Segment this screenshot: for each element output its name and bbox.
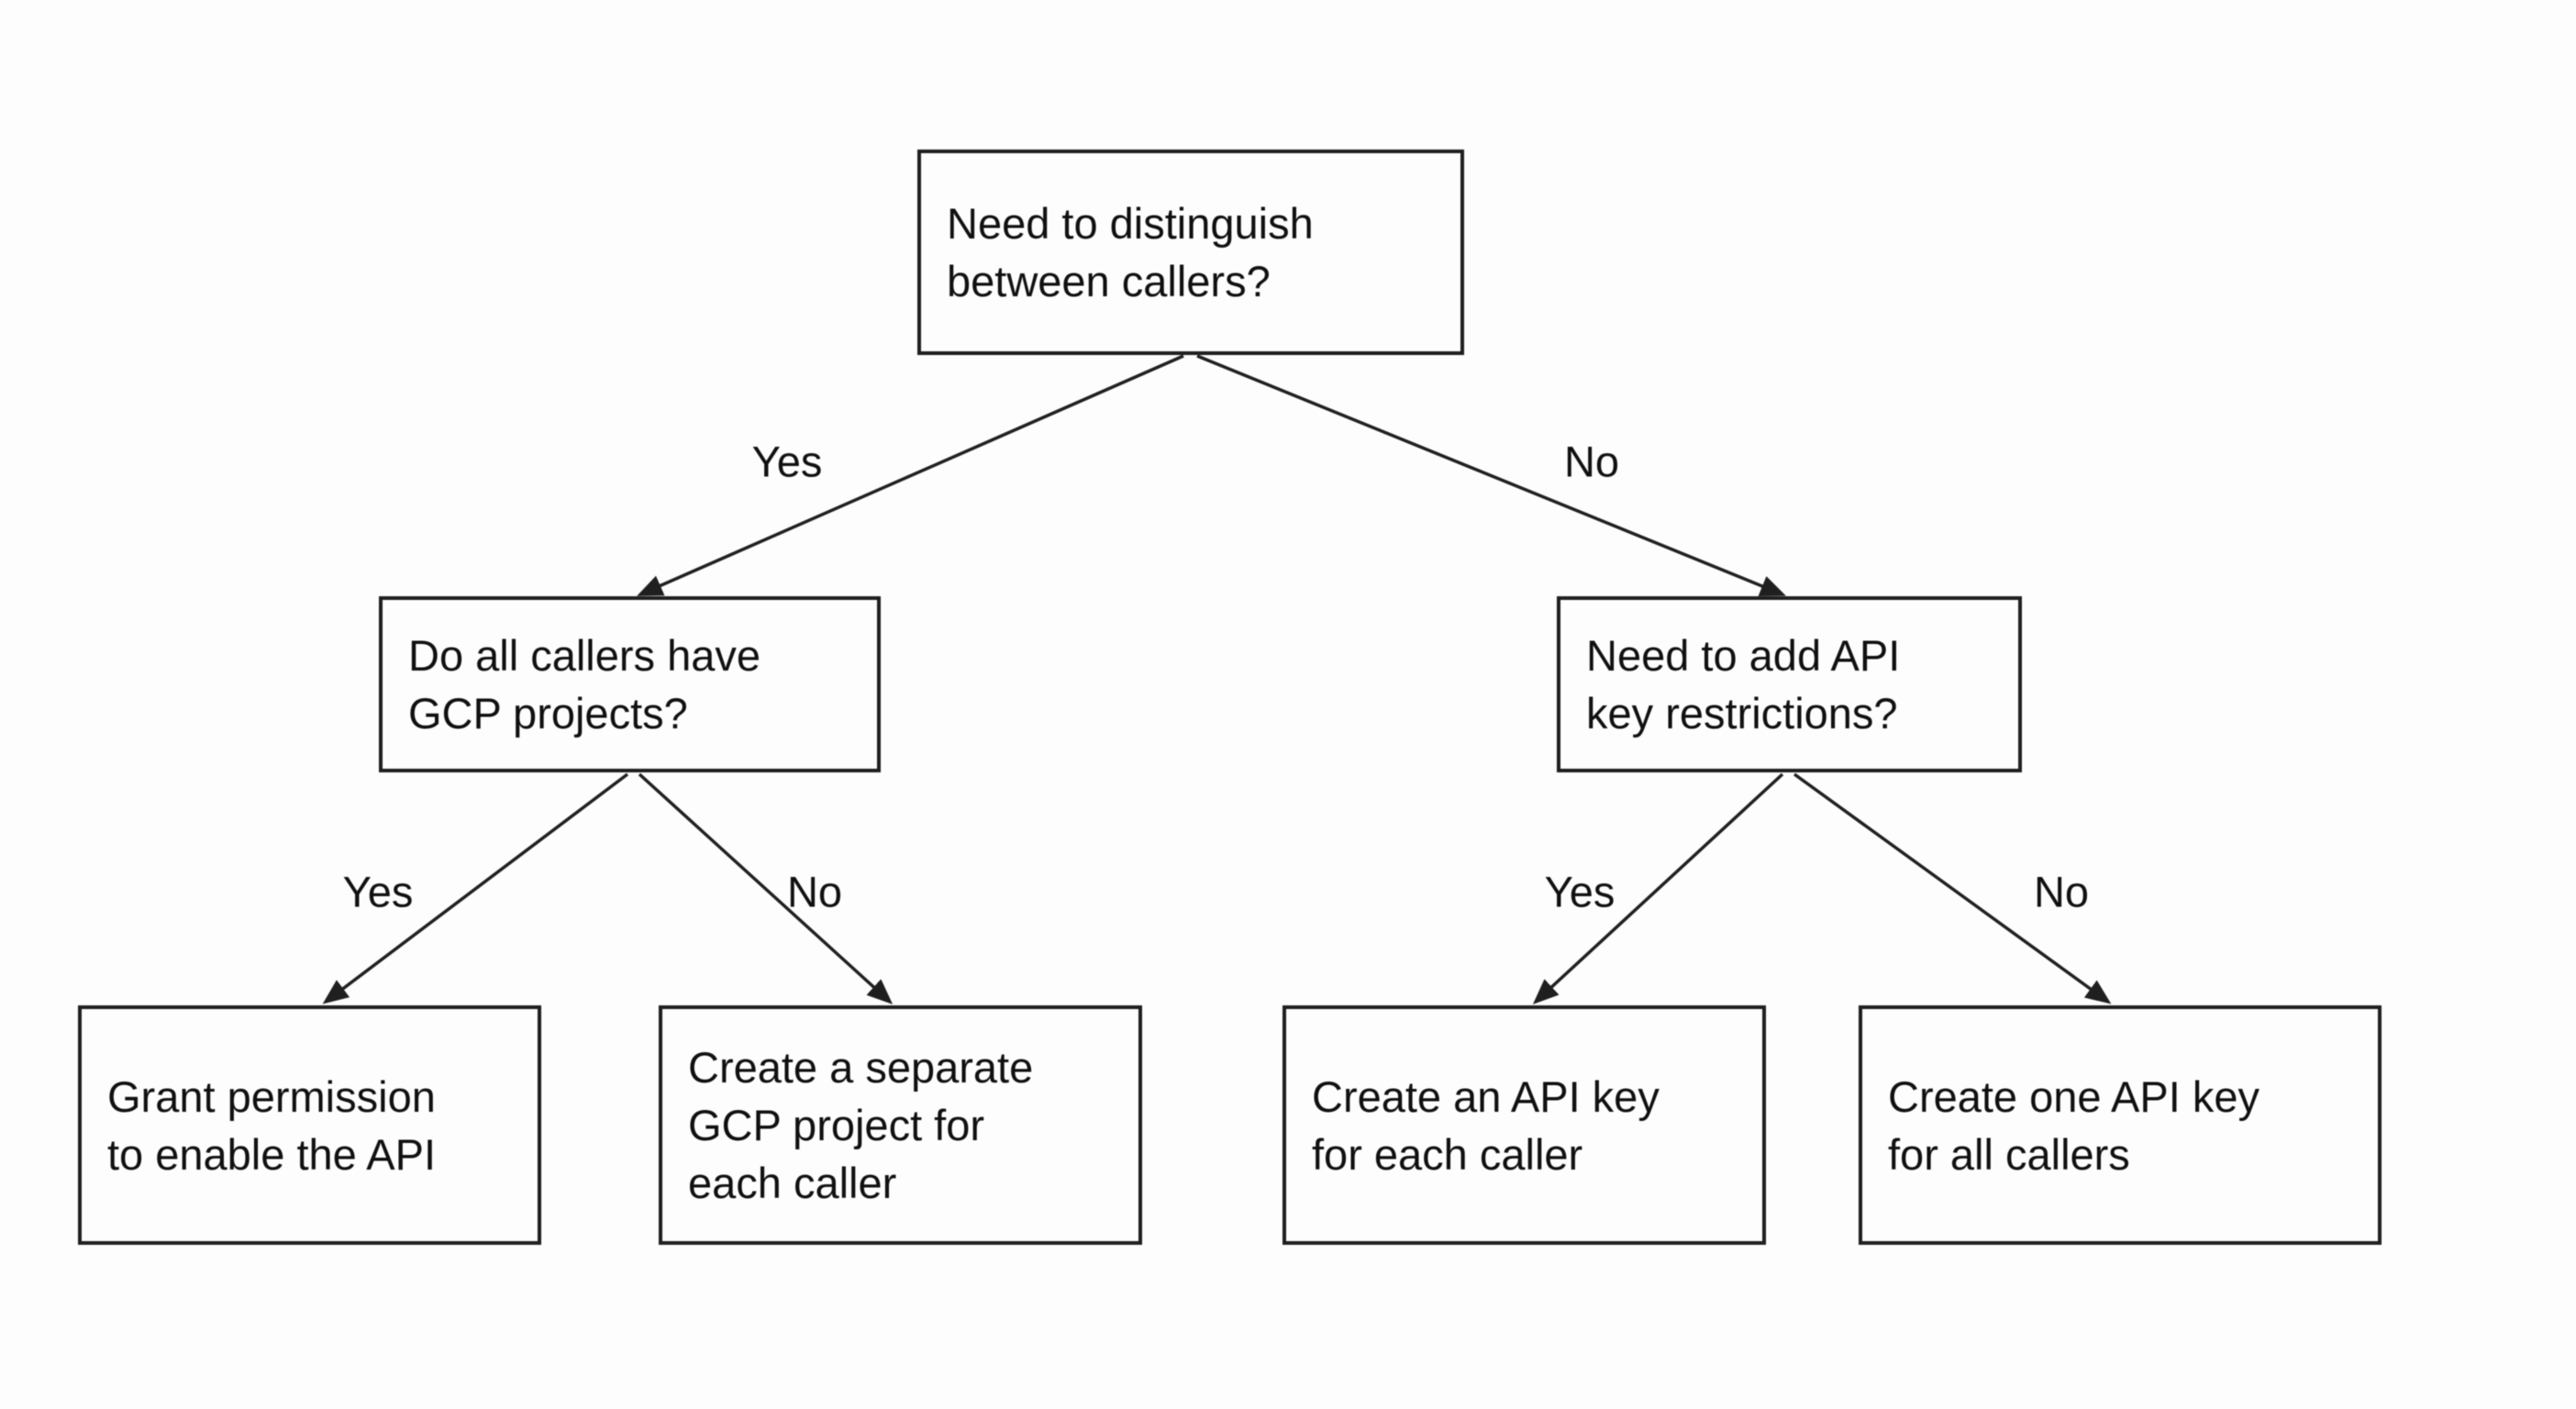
- edge-label-no: No: [2033, 867, 2090, 916]
- flowchart-node-root: Need to distinguish between callers?: [917, 150, 1464, 355]
- flowchart-node-separate-gcp-project: Create a separate GCP project for each c…: [659, 1005, 1142, 1245]
- flowchart-node-q-gcp-projects: Do all callers have GCP projects?: [379, 596, 881, 772]
- edge-q-gcp-projects-to-separate-gcp-project: [638, 772, 894, 1004]
- flowchart-node-one-api-key: Create one API key for all callers: [1859, 1005, 2382, 1245]
- flowchart-node-api-key-per-caller: Create an API key for each caller: [1282, 1005, 1766, 1245]
- edge-q-gcp-projects-to-grant-permission: [322, 772, 629, 1004]
- edge-label-yes: Yes: [751, 437, 823, 486]
- flowchart-node-grant-permission: Grant permission to enable the API: [78, 1005, 541, 1245]
- edge-q-key-restrictions-to-api-key-per-caller: [1532, 772, 1784, 1004]
- edge-label-no: No: [1563, 437, 1620, 486]
- edge-label-yes: Yes: [1544, 867, 1616, 916]
- edge-root-to-q-gcp-projects: [637, 354, 1184, 596]
- edge-root-to-q-key-restrictions: [1196, 354, 1786, 596]
- flowchart-node-q-key-restrictions: Need to add API key restrictions?: [1557, 596, 2022, 772]
- edge-label-yes: Yes: [342, 867, 414, 916]
- edge-q-key-restrictions-to-one-api-key: [1793, 772, 2112, 1004]
- edge-label-no: No: [786, 867, 843, 916]
